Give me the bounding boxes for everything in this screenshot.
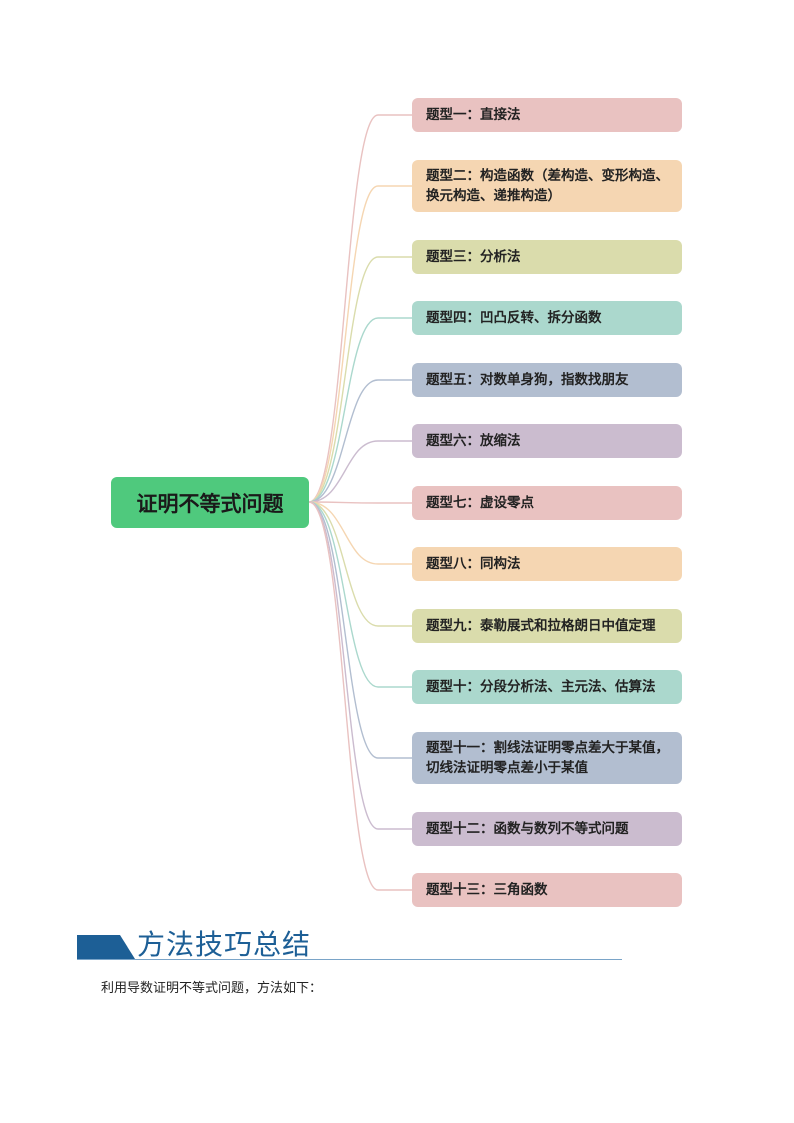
branch-node: 题型一：直接法 [412,98,682,132]
root-node-label: 证明不等式问题 [136,491,284,516]
branch-connector [308,501,412,504]
branch-label: 题型二：构造函数（差构造、变形构造、换元构造、递推构造） [426,168,669,204]
intro-text: 利用导数证明不等式问题，方法如下： [101,981,323,996]
root-node: 证明不等式问题 [111,477,309,528]
branch-connector [308,501,412,688]
branch-node: 题型十二：函数与数列不等式问题 [412,812,682,846]
branch-label: 题型九：泰勒展式和拉格朗日中值定理 [426,618,656,634]
branch-connector [308,256,412,503]
header-divider [77,959,622,960]
branch-connector [308,501,412,759]
branch-label: 题型十二：函数与数列不等式问题 [426,821,629,837]
branch-node: 题型二：构造函数（差构造、变形构造、换元构造、递推构造） [412,160,682,212]
branch-node: 题型九：泰勒展式和拉格朗日中值定理 [412,609,682,643]
branch-connector [308,317,412,503]
branch-label: 题型十：分段分析法、主元法、估算法 [426,679,656,695]
branch-connector [308,379,412,503]
branch-node: 题型十：分段分析法、主元法、估算法 [412,670,682,704]
branch-label: 题型六：放缩法 [426,433,521,449]
branch-connector [308,501,412,891]
branch-connector [308,114,412,503]
branch-label: 题型三：分析法 [426,249,521,265]
branch-node: 题型十一：割线法证明零点差大于某值，切线法证明零点差小于某值 [412,732,682,784]
branch-node: 题型四：凹凸反转、拆分函数 [412,301,682,335]
branch-node: 题型十三：三角函数 [412,873,682,907]
branch-label: 题型五：对数单身狗，指数找朋友 [426,372,629,388]
branch-label: 题型一：直接法 [426,107,521,123]
branch-connector [308,501,412,565]
section-header: 方法技巧总结 [77,928,622,962]
section-title: 方法技巧总结 [137,928,312,961]
branch-node: 题型三：分析法 [412,240,682,274]
branch-node: 题型七：虚设零点 [412,486,682,520]
branch-node: 题型五：对数单身狗，指数找朋友 [412,363,682,397]
branch-node: 题型八：同构法 [412,547,682,581]
branch-label: 题型十一：割线法证明零点差大于某值，切线法证明零点差小于某值 [426,740,669,776]
branch-connector [308,440,412,503]
branch-label: 题型七：虚设零点 [426,495,534,511]
header-accent-bar-icon [77,935,135,959]
branch-connector [308,185,412,503]
branch-label: 题型四：凹凸反转、拆分函数 [426,310,602,326]
branch-label: 题型八：同构法 [426,556,521,572]
branch-node: 题型六：放缩法 [412,424,682,458]
branch-label: 题型十三：三角函数 [426,882,548,898]
branch-connector [308,501,412,830]
branch-connector [308,501,412,627]
